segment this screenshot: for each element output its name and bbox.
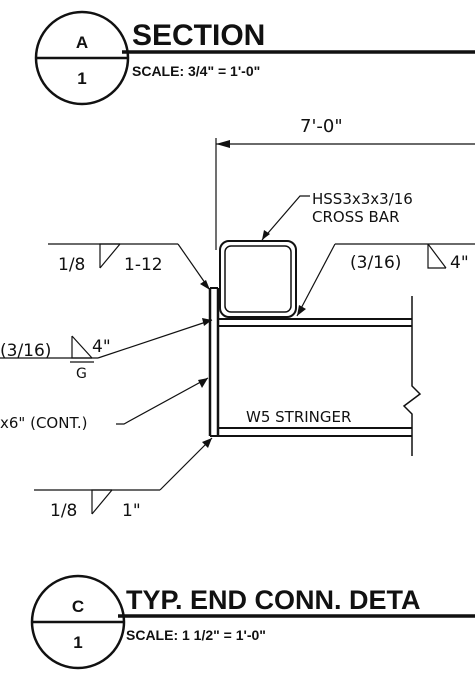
section-callout-number: 1 [77, 69, 86, 88]
hss-inner-wall [224, 245, 292, 313]
plate-label: x6" (CONT.) [0, 414, 87, 432]
section-scale: SCALE: 3/4" = 1'-0" [132, 63, 260, 79]
cross-bar-label-line1: HSS3x3x3/16 [312, 190, 413, 208]
weld-symbol-bottom: 1/8 1" [34, 437, 213, 521]
vertical-plate [208, 287, 220, 437]
weld-arrow-line [296, 243, 336, 317]
weld-arrowhead [202, 438, 212, 448]
weld-size: (3/16) [350, 253, 401, 273]
weld-size: (3/16) [0, 341, 51, 361]
hss-outer-wall [219, 240, 297, 318]
weld-grind-mark: G [76, 366, 87, 382]
plate-leader [116, 377, 209, 425]
weld-arrowhead [200, 280, 210, 290]
stringer-label: W5 STRINGER [246, 408, 351, 426]
cross-bar-leader [261, 195, 310, 241]
weld-length: 1" [122, 501, 141, 521]
fillet-weld-icon [91, 489, 112, 514]
weld-length: 1-12 [124, 255, 163, 275]
weld-size: 1/8 [50, 501, 77, 521]
dimension-7ft: 7'-0" [215, 116, 475, 250]
weld-arrow-line [159, 437, 213, 491]
hss-cross-bar [219, 240, 297, 318]
weld-length: 4" [92, 337, 111, 357]
w5-stringer [218, 296, 422, 456]
weld-symbol-top-right: (3/16) 4" [296, 243, 475, 317]
detail-callout: C 1 TYP. END CONN. DETA SCALE: 1 1/2" = … [30, 574, 475, 670]
dimension-arrowhead [216, 140, 230, 148]
section-callout-letter: A [76, 33, 88, 52]
detail-scale: SCALE: 1 1/2" = 1'-0" [126, 627, 266, 643]
fillet-weld-icon [71, 336, 92, 359]
fillet-weld-icon [427, 244, 446, 269]
weld-symbol-mid-left: (3/16) 4" G [0, 318, 213, 382]
detail-callout-number: 1 [73, 633, 82, 652]
weld-symbol-top-left: 1/8 1-12 [48, 243, 211, 291]
weld-arrow-line [97, 319, 213, 359]
weld-arrowhead [202, 318, 212, 326]
cross-bar-label-line2: CROSS BAR [312, 208, 400, 226]
weld-arrowhead [297, 305, 306, 316]
dimension-label: 7'-0" [300, 116, 343, 137]
weld-size: 1/8 [58, 255, 85, 275]
section-callout: A 1 SECTION SCALE: 3/4" = 1'-0" [34, 10, 475, 106]
detail-callout-letter: C [72, 597, 84, 616]
stringer-break-line [402, 296, 422, 456]
section-title: SECTION [132, 19, 265, 52]
fillet-weld-icon [99, 243, 120, 268]
detail-title: TYP. END CONN. DETA [126, 585, 421, 615]
weld-length: 4" [450, 253, 469, 273]
